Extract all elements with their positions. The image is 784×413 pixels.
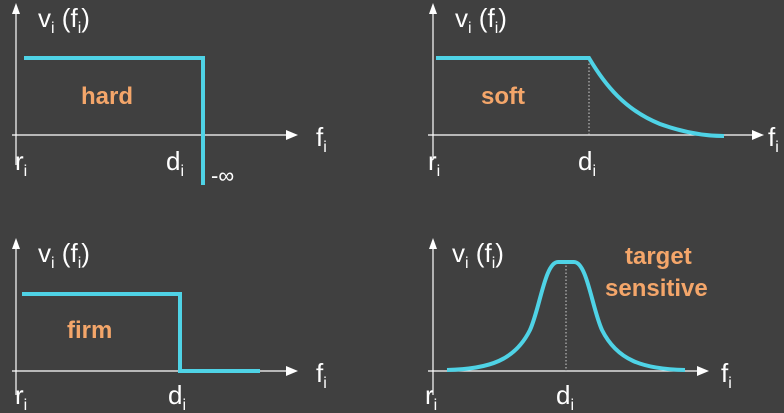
- panel-label-target-line2: sensitive: [605, 275, 708, 302]
- panel-label-firm: firm: [67, 317, 112, 344]
- x-axis-arrow-target: [697, 366, 709, 376]
- x-axis-label-target: fi: [721, 358, 732, 392]
- x-axis-label-firm: fi: [316, 358, 327, 392]
- x-axis-label-hard: fi: [316, 122, 327, 156]
- value-curve-firm: [22, 292, 260, 373]
- release-label-target: ri: [425, 380, 437, 413]
- panel-soft: vi (fi) soft fi ri di: [428, 3, 779, 180]
- value-curve-hard: [24, 56, 205, 185]
- deadline-label-target: di: [556, 380, 574, 413]
- panel-label-soft: soft: [481, 83, 525, 110]
- y-axis-arrow-target: [429, 238, 437, 249]
- y-axis-arrow-firm: [12, 238, 20, 249]
- value-curve-soft: [436, 56, 725, 138]
- release-label-hard: ri: [15, 146, 27, 180]
- panel-firm: vi (fi) firm fi ri di: [12, 238, 327, 413]
- deadline-label-soft: di: [578, 146, 596, 180]
- y-axis-label-soft: vi (fi): [455, 3, 507, 37]
- x-axis-arrow-soft: [752, 130, 764, 140]
- y-axis-label-hard: vi (fi): [38, 3, 90, 37]
- y-axis-arrow-soft: [429, 3, 437, 14]
- y-axis-arrow-hard: [12, 3, 20, 14]
- deadline-label-hard: di: [166, 146, 184, 180]
- x-axis-arrow-hard: [286, 130, 298, 140]
- release-label-soft: ri: [428, 146, 440, 180]
- y-axis-label-target: vi (fi): [452, 238, 504, 272]
- y-axis-label-firm: vi (fi): [38, 238, 90, 272]
- panel-label-hard: hard: [81, 83, 133, 110]
- panel-label-target-line1: target: [625, 243, 692, 270]
- x-axis-arrow-firm: [286, 366, 298, 376]
- release-label-firm: ri: [15, 380, 27, 413]
- panel-hard: vi (fi) hard fi ri di -∞: [12, 3, 327, 188]
- x-axis-label-soft: fi: [768, 122, 779, 156]
- value-curve-target: [446, 260, 686, 372]
- minus-infinity-label: -∞: [211, 163, 234, 188]
- deadline-label-firm: di: [168, 380, 186, 413]
- panel-target-sensitive: vi (fi) target sensitive fi ri di: [425, 238, 732, 413]
